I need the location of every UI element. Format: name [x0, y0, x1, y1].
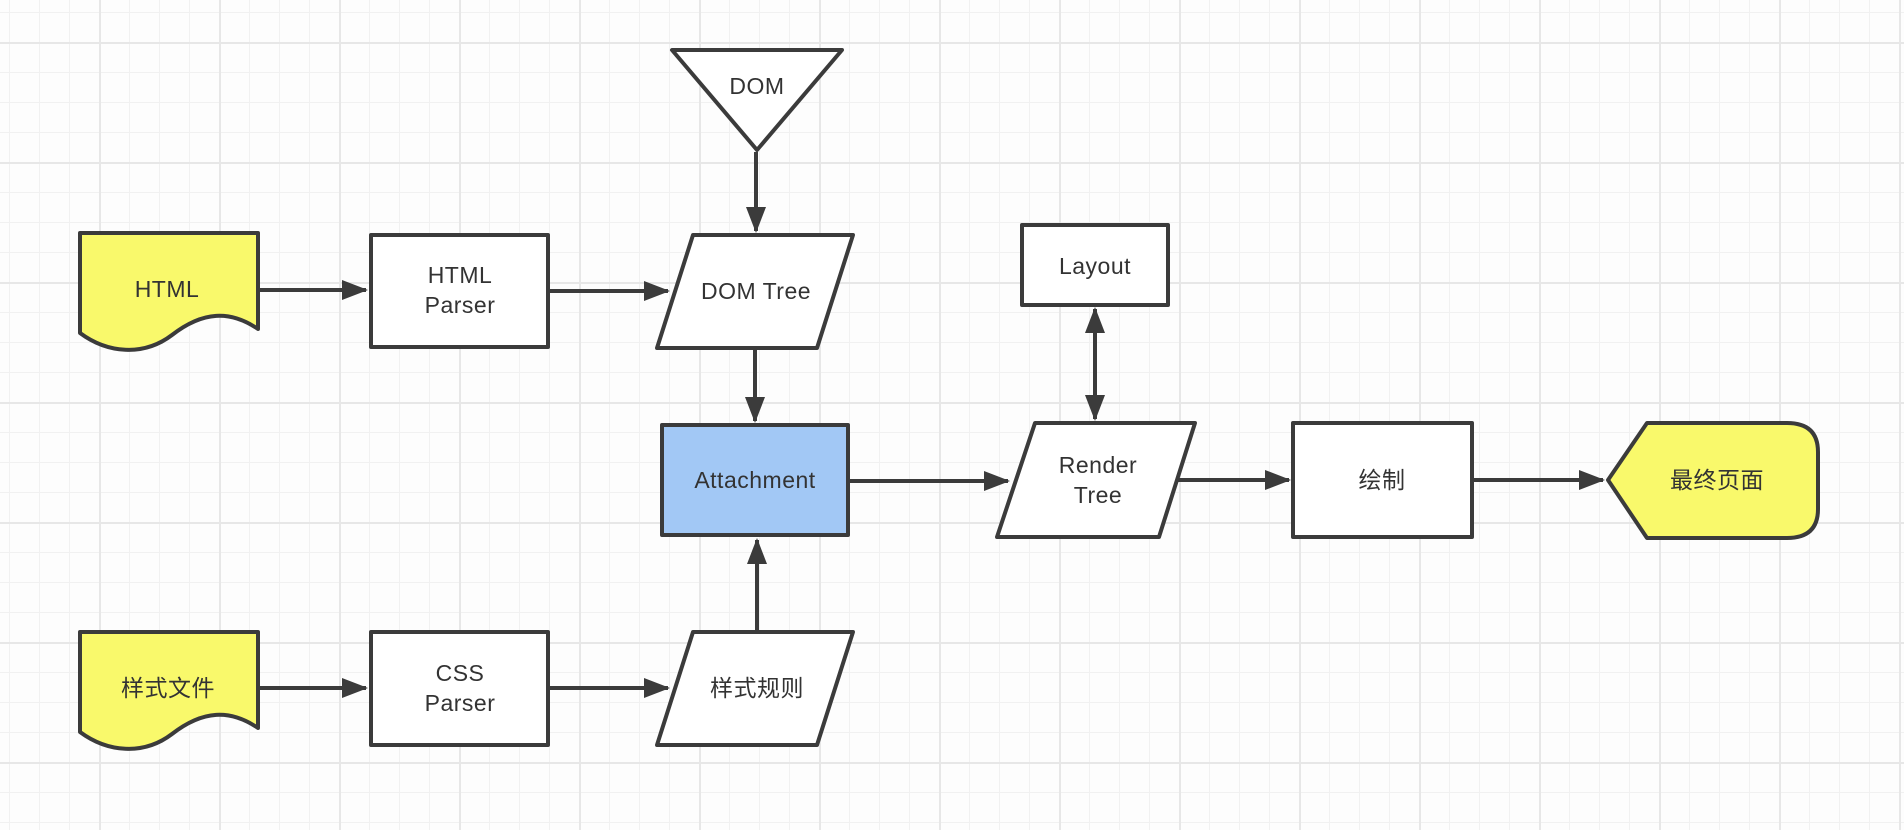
node-final-page[interactable] — [1606, 421, 1820, 540]
node-style-document[interactable] — [78, 630, 260, 751]
node-dom[interactable] — [670, 48, 844, 152]
node-render-tree[interactable] — [995, 421, 1197, 539]
node-paint[interactable] — [1291, 421, 1474, 539]
node-attachment[interactable] — [660, 423, 850, 537]
node-html-document[interactable] — [78, 231, 260, 352]
node-css-parser[interactable] — [369, 630, 550, 747]
node-style-rules[interactable] — [655, 630, 855, 747]
node-html-parser[interactable] — [369, 233, 550, 349]
node-dom-tree[interactable] — [655, 233, 855, 350]
node-layout[interactable] — [1020, 223, 1170, 307]
